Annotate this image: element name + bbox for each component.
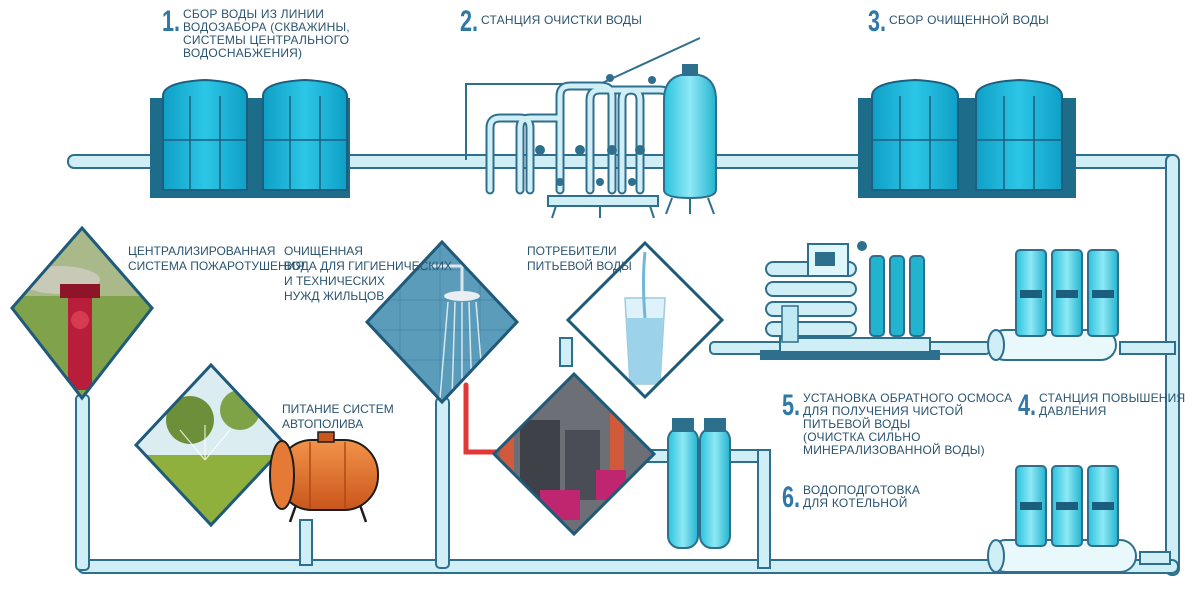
reverse-osmosis-unit bbox=[760, 241, 940, 360]
step-text: УСТАНОВКА ОБРАТНОГО ОСМОСА ДЛЯ ПОЛУЧЕНИЯ… bbox=[803, 391, 1013, 457]
irrigation-pipe bbox=[299, 519, 313, 566]
left-pipe bbox=[75, 394, 90, 571]
step-number: 6. bbox=[782, 481, 801, 514]
step-text: СТАНЦИЯ ПОВЫШЕНИЯ ДАВЛЕНИЯ bbox=[1039, 391, 1186, 418]
step-3-label: 3. СБОР ОЧИЩЕННОЙ ВОДЫ bbox=[868, 5, 1049, 38]
tank bbox=[975, 78, 1063, 191]
step-number: 1. bbox=[162, 5, 181, 38]
irrigation-tank bbox=[269, 431, 379, 523]
step-number: 5. bbox=[782, 389, 801, 422]
tank bbox=[262, 78, 348, 191]
step-2-label: 2. СТАНЦИЯ ОЧИСТКИ ВОДЫ bbox=[460, 5, 643, 38]
glass-pipe-down bbox=[559, 337, 573, 367]
boiler-pipe-down bbox=[757, 449, 771, 569]
step-number: 2. bbox=[460, 5, 479, 38]
step-6-label: 6. ВОДОПОДГОТОВКА ДЛЯ КОТЕЛЬНОЙ bbox=[782, 481, 921, 514]
boiler-room-diamond bbox=[491, 371, 657, 537]
step-text: СТАНЦИЯ ОЧИСТКИ ВОДЫ bbox=[481, 13, 643, 27]
pump-station-bottom bbox=[987, 465, 1137, 573]
pump-connector-top bbox=[1119, 341, 1176, 355]
tank bbox=[162, 78, 248, 191]
intake-tanks bbox=[150, 78, 350, 198]
shower-pipe bbox=[435, 397, 450, 569]
pump-station-top bbox=[987, 249, 1119, 361]
right-riser-pipe bbox=[1165, 154, 1180, 576]
step-1-label: 1. СБОР ВОДЫ ИЗ ЛИНИИ ВОДОЗАБОРА (СКВАЖИ… bbox=[162, 5, 350, 60]
softener-columns bbox=[667, 418, 731, 549]
step-5-label: 5. УСТАНОВКА ОБРАТНОГО ОСМОСА ДЛЯ ПОЛУЧЕ… bbox=[782, 389, 1013, 457]
step-text: ВОДОПОДГОТОВКА ДЛЯ КОТЕЛЬНОЙ bbox=[803, 483, 921, 510]
fire-system-label: ЦЕНТРАЛИЗИРОВАННАЯ СИСТЕМА ПОЖАРОТУШЕНИЯ bbox=[128, 244, 304, 273]
step-number: 3. bbox=[868, 5, 887, 38]
step-text: СБОР ОЧИЩЕННОЙ ВОДЫ bbox=[889, 13, 1049, 27]
irrigation-diamond bbox=[133, 362, 289, 528]
hygiene-water-label: ОЧИЩЕННАЯ ВОДА ДЛЯ ГИГИЕНИЧЕСКИХ И ТЕХНИ… bbox=[284, 244, 452, 303]
step-text: СБОР ВОДЫ ИЗ ЛИНИИ ВОДОЗАБОРА (СКВАЖИНЫ,… bbox=[183, 7, 350, 60]
clean-water-tanks bbox=[858, 78, 1076, 198]
drinking-water-label: ПОТРЕБИТЕЛИ ПИТЬЕВОЙ ВОДЫ bbox=[527, 244, 632, 273]
pump-connector-bottom bbox=[1139, 551, 1171, 565]
treatment-station bbox=[465, 37, 717, 219]
tank bbox=[871, 78, 959, 191]
step-4-label: 4. СТАНЦИЯ ПОВЫШЕНИЯ ДАВЛЕНИЯ bbox=[1018, 389, 1186, 422]
step-number: 4. bbox=[1018, 389, 1037, 422]
hot-water-pipe bbox=[463, 382, 508, 455]
irrigation-label: ПИТАНИЕ СИСТЕМ АВТОПОЛИВА bbox=[282, 402, 394, 431]
